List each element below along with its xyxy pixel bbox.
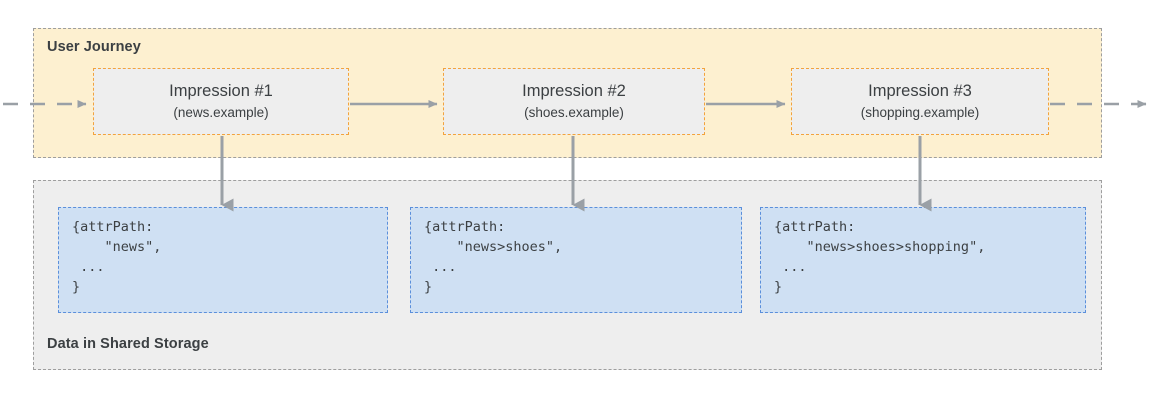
shared-storage-record-1: {attrPath: "news", ... }: [58, 207, 388, 313]
impression-box-3: Impression #3 (shopping.example): [791, 68, 1049, 135]
impression-1-host: (news.example): [173, 104, 269, 120]
shared-storage-record-3: {attrPath: "news>shoes>shopping", ... }: [760, 207, 1086, 313]
user-journey-label: User Journey: [47, 39, 141, 55]
impression-2-host: (shoes.example): [524, 104, 624, 120]
shared-storage-label: Data in Shared Storage: [47, 336, 209, 352]
impression-box-1: Impression #1 (news.example): [93, 68, 349, 135]
impression-box-2: Impression #2 (shoes.example): [443, 68, 705, 135]
impression-1-title: Impression #1: [169, 82, 273, 101]
impression-3-host: (shopping.example): [860, 104, 980, 120]
shared-storage-record-2: {attrPath: "news>shoes", ... }: [410, 207, 742, 313]
impression-2-title: Impression #2: [522, 82, 626, 101]
impression-3-title: Impression #3: [868, 82, 972, 101]
